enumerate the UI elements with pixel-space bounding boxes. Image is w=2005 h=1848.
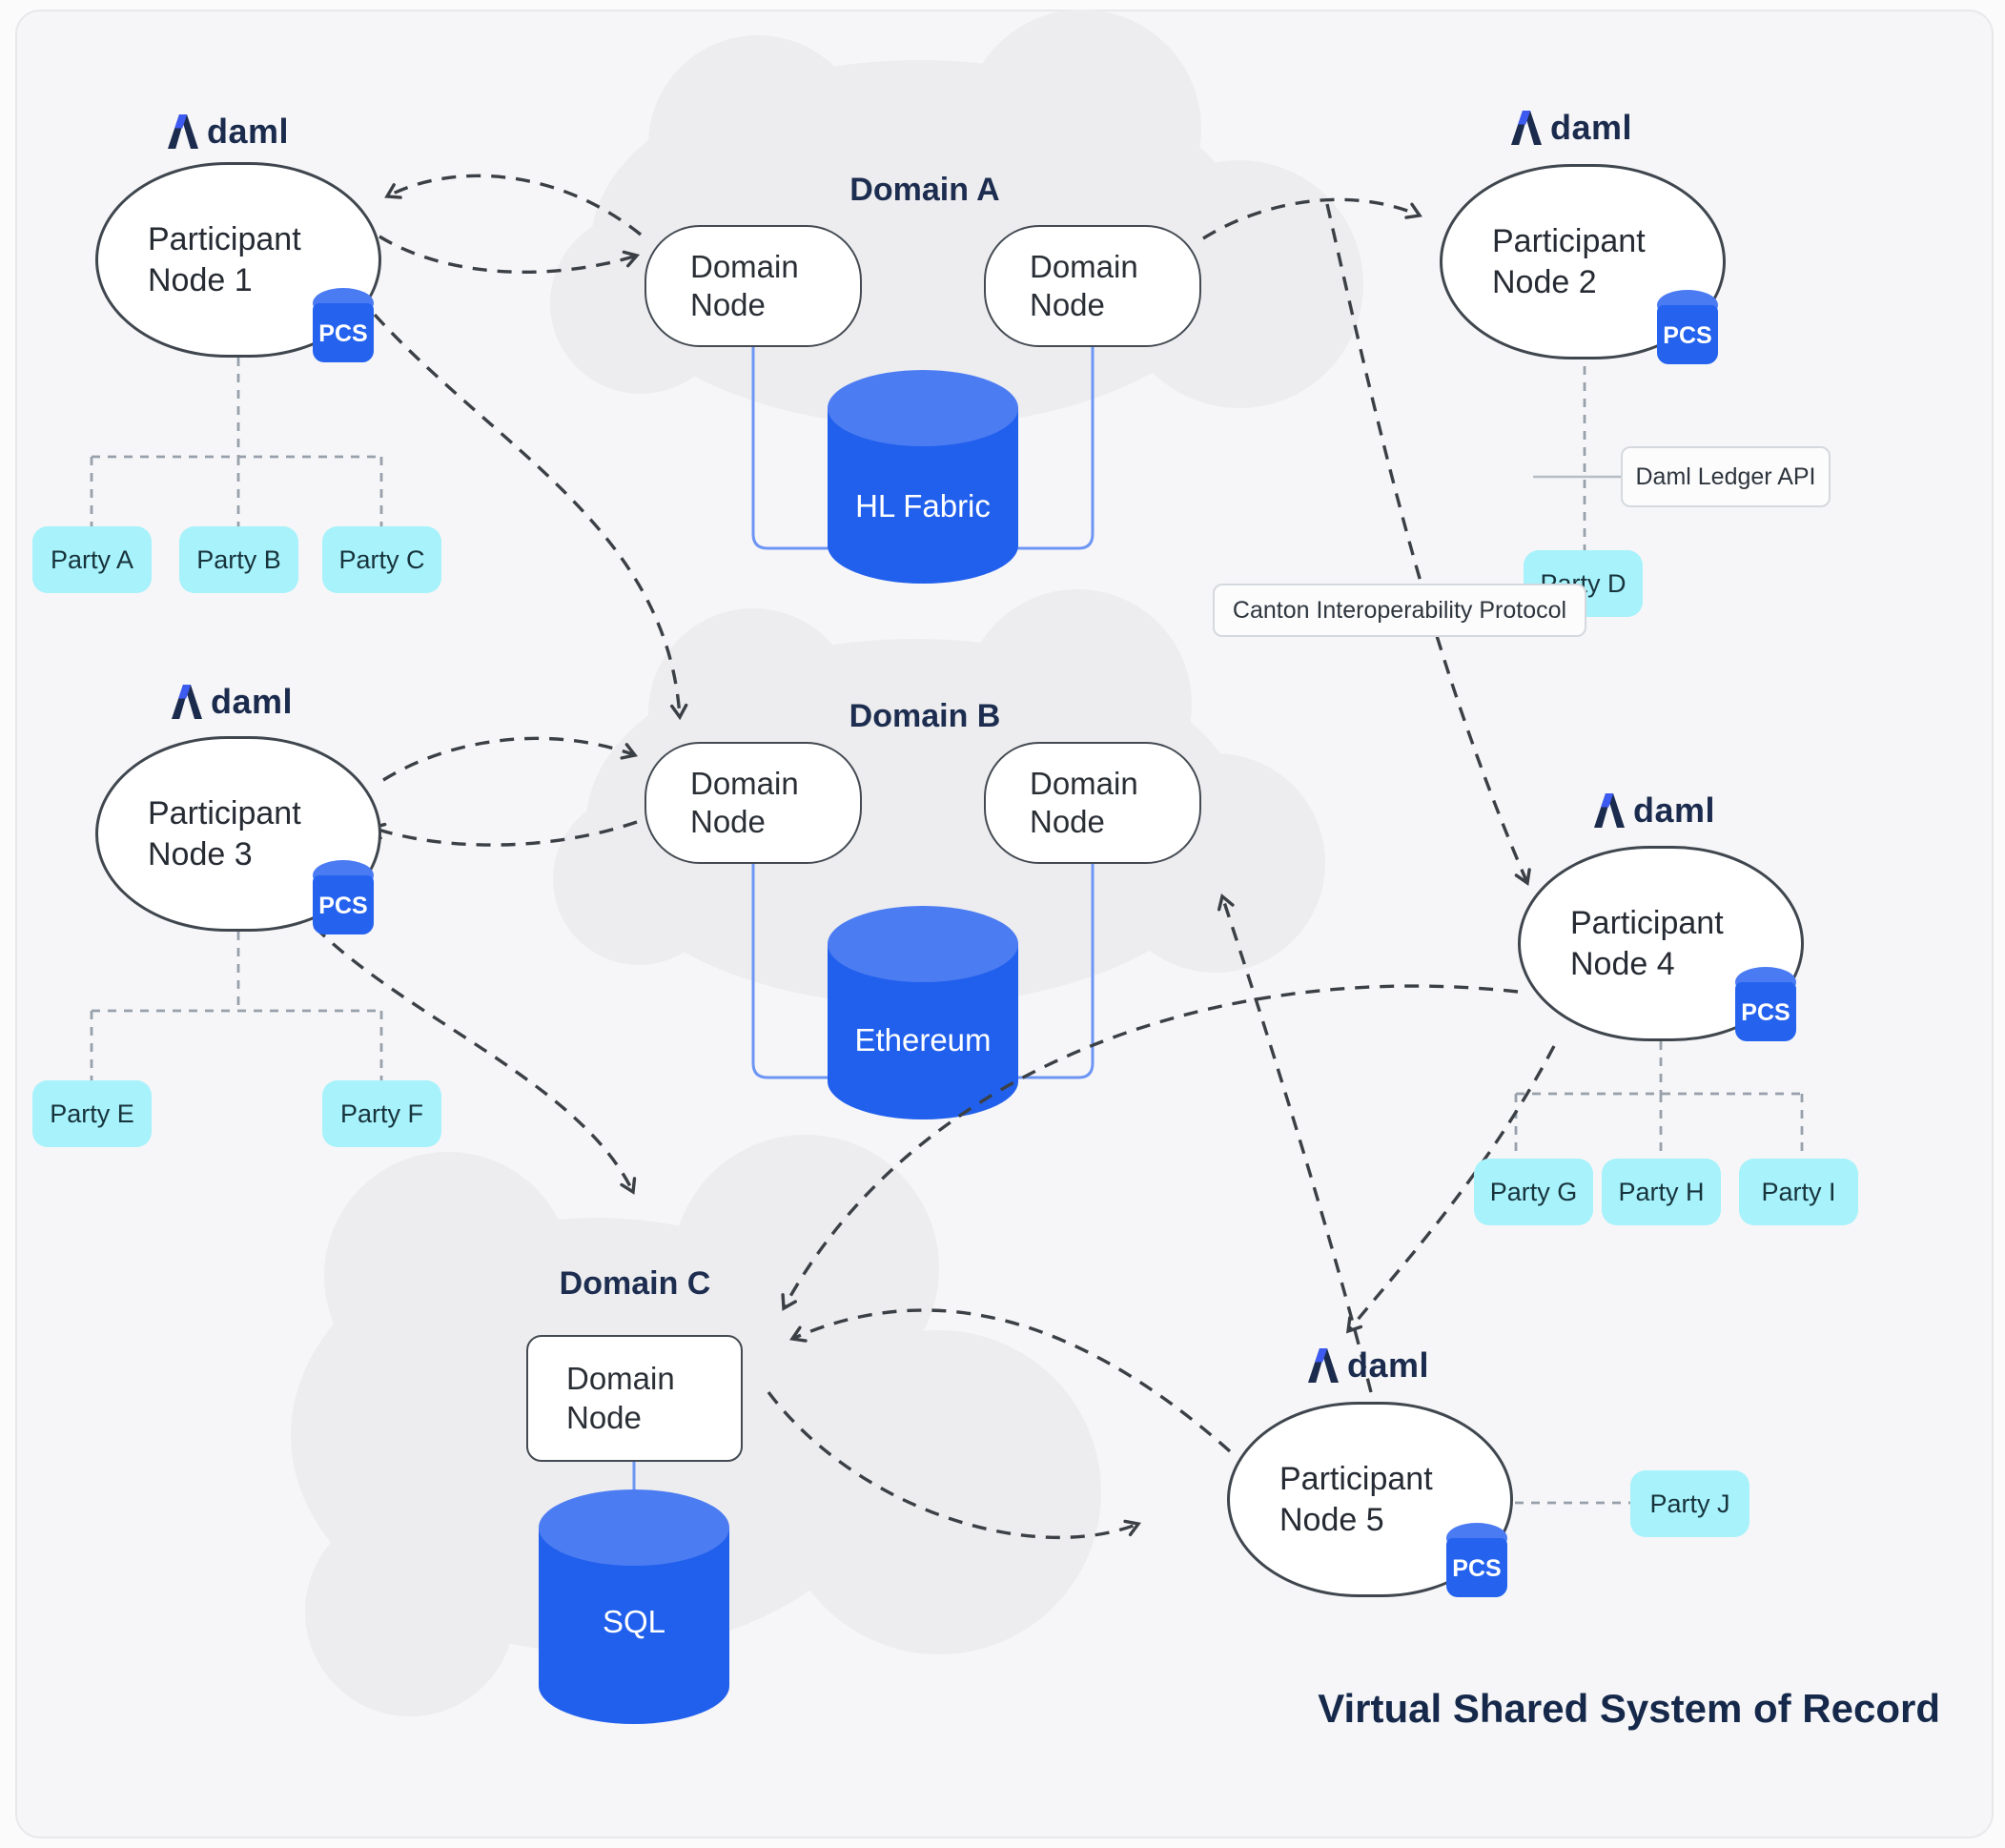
- daml-lambda-icon: [1308, 1348, 1339, 1383]
- daml-logo-word: daml: [1633, 791, 1716, 830]
- domain-b-node-1-label2: Node: [690, 804, 766, 839]
- domain-a-title: Domain A: [849, 172, 1000, 208]
- daml-logo-word: daml: [211, 682, 294, 721]
- pcs-badge-label: PCS: [1663, 322, 1712, 349]
- party-a-box: Party A: [32, 526, 152, 593]
- pcs-badge-icon: PCS: [1446, 1523, 1507, 1599]
- domain-a-node-1-label1: Domain: [690, 248, 799, 284]
- domain-a-node-1: Domain Node: [644, 225, 862, 347]
- party-i-box: Party I: [1739, 1159, 1858, 1225]
- daml-logo: daml: [1511, 108, 1654, 147]
- domain-c-node-1-label2: Node: [566, 1399, 642, 1435]
- participant-node-3: Participant Node 3: [95, 736, 381, 932]
- daml-logo-word: daml: [1550, 108, 1633, 147]
- daml-logo-word: daml: [207, 112, 290, 151]
- domain-b-node-2-label2: Node: [1030, 804, 1105, 839]
- domain-b-node-2: Domain Node: [984, 742, 1201, 864]
- party-h-label: Party H: [1618, 1177, 1705, 1206]
- diagram-title: Virtual Shared System of Record: [1318, 1686, 1940, 1731]
- ethereum-label: Ethereum: [854, 1022, 992, 1057]
- daml-ledger-api-label: Daml Ledger API: [1635, 462, 1816, 490]
- canton-interop-tag: Canton Interoperability Protocol: [1213, 584, 1586, 637]
- participant-node-4-label-line1: Participant: [1570, 904, 1724, 941]
- party-e-label: Party E: [50, 1099, 134, 1128]
- daml-lambda-icon: [168, 114, 198, 149]
- daml-ledger-api-tag: Daml Ledger API: [1621, 446, 1831, 507]
- party-g-label: Party G: [1489, 1177, 1578, 1206]
- domain-c-node-1-label1: Domain: [566, 1361, 675, 1397]
- daml-logo: daml: [168, 112, 311, 151]
- domain-b-node-1: Domain Node: [644, 742, 862, 864]
- participant-node-4-label-line2: Node 4: [1570, 945, 1675, 982]
- party-i-label: Party I: [1761, 1177, 1836, 1206]
- daml-logo-word: daml: [1347, 1345, 1430, 1385]
- participant-node-1-label-line1: Participant: [148, 220, 301, 257]
- party-j-box: Party J: [1630, 1470, 1749, 1537]
- pcs-badge-label: PCS: [1452, 1555, 1502, 1582]
- pcs-badge-icon: PCS: [313, 860, 374, 936]
- domain-a-node-2-label2: Node: [1030, 287, 1105, 322]
- domain-b-title: Domain B: [849, 698, 1001, 734]
- domain-a-node-2: Domain Node: [984, 225, 1201, 347]
- party-g-box: Party G: [1474, 1159, 1593, 1225]
- domain-c-node-1: Domain Node: [526, 1335, 743, 1462]
- domain-b-node-1-label1: Domain: [690, 765, 799, 801]
- party-b-label: Party B: [196, 544, 281, 574]
- party-a-label: Party A: [50, 544, 134, 574]
- party-e-box: Party E: [32, 1080, 152, 1147]
- daml-lambda-icon: [172, 685, 202, 719]
- participant-node-2-label-line1: Participant: [1492, 222, 1646, 259]
- party-c-box: Party C: [322, 526, 441, 593]
- pcs-badge-icon: PCS: [1657, 290, 1718, 366]
- domain-a-node-2-label1: Domain: [1030, 248, 1138, 284]
- daml-lambda-icon: [1594, 793, 1625, 828]
- domain-c-title: Domain C: [559, 1265, 711, 1302]
- participant-node-5-label-line2: Node 5: [1279, 1501, 1384, 1538]
- domain-a-node-1-label2: Node: [690, 287, 766, 322]
- daml-logo: daml: [1308, 1345, 1451, 1385]
- participant-node-3-label-line1: Participant: [148, 794, 301, 832]
- pcs-badge-label: PCS: [318, 320, 368, 347]
- party-f-box: Party F: [322, 1080, 441, 1147]
- party-h-box: Party H: [1602, 1159, 1721, 1225]
- participant-node-2-label-line2: Node 2: [1492, 263, 1597, 300]
- party-c-label: Party C: [338, 544, 425, 574]
- canton-interop-label: Canton Interoperability Protocol: [1232, 596, 1567, 624]
- participant-node-1-label-line2: Node 1: [148, 261, 253, 298]
- participant-node-5-label-line1: Participant: [1279, 1460, 1433, 1497]
- participant-node-3-label-line2: Node 3: [148, 835, 253, 873]
- domain-b-node-2-label1: Domain: [1030, 765, 1138, 801]
- pcs-badge-label: PCS: [1741, 999, 1790, 1026]
- daml-logo: daml: [172, 682, 315, 721]
- hl-fabric-label: HL Fabric: [855, 488, 991, 524]
- party-f-label: Party F: [339, 1099, 423, 1128]
- pcs-badge-icon: PCS: [313, 288, 374, 364]
- pcs-badge-icon: PCS: [1735, 967, 1796, 1043]
- daml-lambda-icon: [1511, 111, 1542, 145]
- party-b-box: Party B: [179, 526, 298, 593]
- party-j-label: Party J: [1649, 1489, 1730, 1518]
- pcs-badge-label: PCS: [318, 893, 368, 919]
- daml-logo: daml: [1594, 791, 1737, 830]
- sql-label: SQL: [602, 1604, 666, 1639]
